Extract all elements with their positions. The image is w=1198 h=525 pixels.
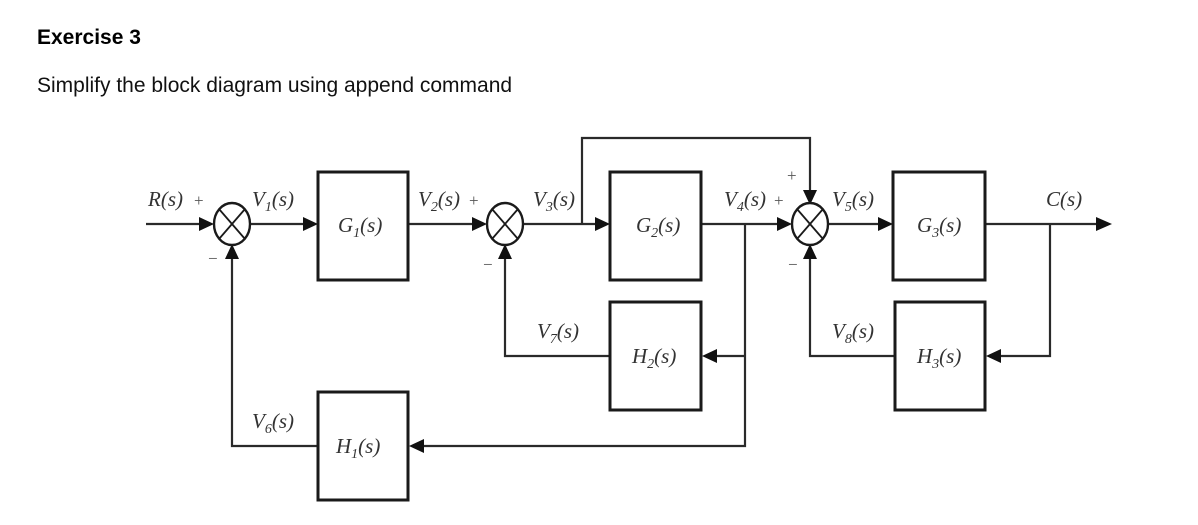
- exercise-instruction: Simplify the block diagram using append …: [37, 74, 513, 97]
- sign-s1-left: +: [194, 191, 204, 210]
- arrowhead-into-h2: [702, 349, 717, 363]
- sign-s3-top: +: [787, 166, 797, 185]
- sign-s3-left: +: [774, 191, 784, 210]
- svg-text:H1(s): H1(s): [335, 434, 380, 462]
- label-v2: V2(s): [418, 187, 460, 215]
- block-g2: G2(s): [608, 170, 703, 282]
- block-h1: H1(s): [316, 390, 410, 502]
- arrowhead-into-g3: [878, 217, 893, 231]
- arrowhead-output: [1096, 217, 1112, 231]
- arrowhead-into-s2: [472, 217, 487, 231]
- arrowhead-into-s3-top: [803, 190, 817, 205]
- label-v8: V8(s): [832, 319, 874, 347]
- label-v1: V1(s): [252, 187, 294, 215]
- sign-s1-bottom: −: [208, 249, 218, 268]
- label-v6: V6(s): [252, 409, 294, 437]
- label-input-r: R(s): [147, 187, 183, 211]
- wire-v3-feedforward: [580, 136, 812, 224]
- arrowhead-into-h1: [409, 439, 424, 453]
- block-h2: H2(s): [608, 300, 703, 412]
- svg-text:G1(s): G1(s): [338, 213, 382, 241]
- wires: [146, 136, 1098, 448]
- arrowhead-into-s1-bottom: [225, 244, 239, 259]
- sign-s3-bottom: −: [788, 255, 798, 274]
- arrowhead-into-s2-bottom: [498, 244, 512, 259]
- block-g3: G3(s): [891, 170, 987, 282]
- arrowhead-into-s3-left: [777, 217, 792, 231]
- svg-text:H2(s): H2(s): [631, 344, 676, 372]
- arrowhead-into-g2: [595, 217, 610, 231]
- label-v5: V5(s): [832, 187, 874, 215]
- sign-s2-bottom: −: [483, 255, 493, 274]
- arrowhead-into-s3-bottom: [803, 244, 817, 259]
- block-h3: H3(s): [893, 300, 987, 412]
- sign-s2-left: +: [469, 191, 479, 210]
- label-v7: V7(s): [537, 319, 579, 347]
- wire-v4-to-h1: [420, 224, 747, 448]
- wire-c-to-h3: [997, 224, 1052, 358]
- svg-text:G3(s): G3(s): [917, 213, 961, 241]
- summing-junction-2: + −: [469, 191, 525, 274]
- wire-v7: [503, 258, 610, 358]
- svg-text:H3(s): H3(s): [916, 344, 961, 372]
- exercise-title: Exercise 3: [37, 26, 141, 49]
- svg-text:G2(s): G2(s): [636, 213, 680, 241]
- arrowhead-into-h3: [986, 349, 1001, 363]
- summing-junction-1: + −: [194, 191, 252, 268]
- block-g1: G1(s): [316, 170, 410, 282]
- summing-junction-3: + + −: [774, 166, 830, 274]
- arrowhead-into-s1: [199, 217, 214, 231]
- wire-v8: [808, 258, 895, 358]
- label-output-c: C(s): [1046, 187, 1082, 211]
- label-v3: V3(s): [533, 187, 575, 215]
- arrowhead-into-g1: [303, 217, 318, 231]
- arrowheads: [199, 190, 1112, 453]
- label-v4: V4(s): [724, 187, 766, 215]
- wire-v6: [230, 258, 318, 448]
